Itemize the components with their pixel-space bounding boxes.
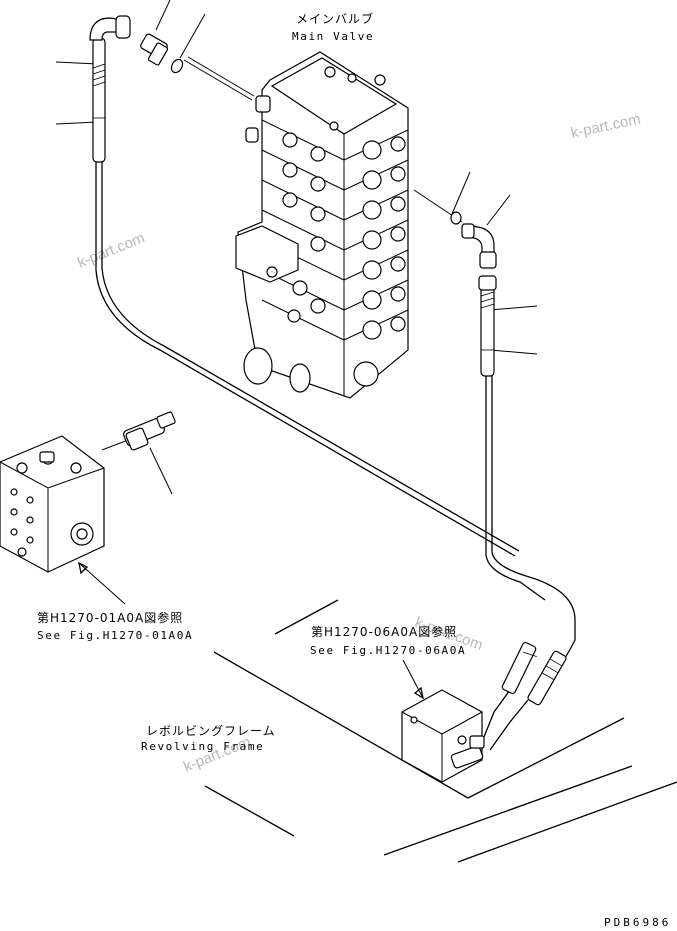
upper-left-hose-assembly [89, 15, 131, 163]
main-valve-label-en: Main Valve [292, 30, 374, 43]
drawing-code: PDB6986 [604, 916, 671, 929]
leader-lines [55, 0, 538, 700]
reference-label-2-en: See Fig.H1270-06A0A [310, 644, 466, 657]
pressure-sensor [123, 411, 176, 451]
main-valve-label: メインバルブ Main Valve [292, 11, 374, 43]
reference-label-1-jp: 第H1270-01A0A図参照 [37, 610, 183, 625]
reference-label-1-en: See Fig.H1270-01A0A [37, 629, 193, 642]
revolving-frame-label-en: Revolving Frame [141, 740, 264, 753]
lower-hose-ends [501, 641, 567, 706]
watermark-1: k-part.com [569, 111, 642, 142]
main-valve-label-jp: メインバルブ [296, 11, 374, 26]
upper-adapter-fitting [140, 33, 169, 66]
right-o-ring [450, 211, 462, 225]
reference-label-2-jp: 第H1270-06A0A図参照 [311, 624, 457, 639]
right-elbow-fitting [461, 223, 497, 269]
watermark-2: k-part.com [75, 229, 147, 271]
revolving-frame-label-jp: レボルビングフレーム [146, 724, 276, 738]
right-hose-assembly [478, 275, 497, 377]
left-valve-block [0, 435, 105, 573]
revolving-frame-label: レボルビングフレーム Revolving Frame [141, 724, 276, 753]
upper-o-ring [170, 58, 184, 74]
lower-valve-block [401, 689, 485, 783]
main-valve [235, 51, 409, 399]
reference-label-1: 第H1270-01A0A図参照 See Fig.H1270-01A0A [37, 610, 193, 642]
reference-label-2: 第H1270-06A0A図参照 See Fig.H1270-06A0A [310, 624, 466, 657]
